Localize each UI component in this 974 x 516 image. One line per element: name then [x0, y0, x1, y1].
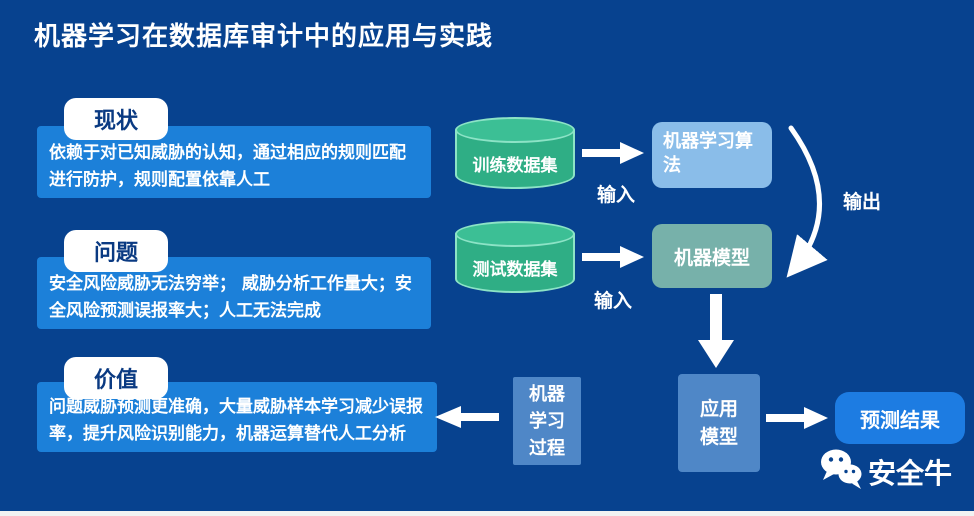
arrow-right-icon: [582, 246, 644, 268]
problem-label: 问题: [64, 230, 168, 272]
wechat-icon: [821, 449, 862, 489]
status-body: 依赖于对已知威胁的认知，通过相应的规则匹配进行防护，规则配置依靠人工: [37, 126, 431, 198]
output-label: 输出: [843, 191, 882, 213]
training-dataset-cylinder: 训练数据集: [455, 117, 575, 189]
value-label-text: 价值: [93, 368, 138, 393]
machine-model-box: 机器模型: [652, 224, 772, 288]
brand-name: 安全牛: [868, 457, 953, 490]
input-label-bottom: 输入: [594, 290, 633, 312]
arrow-right-icon: [766, 407, 828, 429]
test-dataset-label: 测试数据集: [472, 260, 558, 280]
test-dataset-cylinder: 测试数据集: [455, 221, 575, 293]
ml-algorithm-box: 机器学习算法: [652, 122, 772, 188]
status-label-text: 现状: [93, 109, 138, 134]
training-dataset-label: 训练数据集: [472, 156, 558, 176]
apply-model-box: 应用模型: [678, 374, 760, 472]
arrow-right-icon: [582, 142, 644, 164]
database-icon: [455, 117, 575, 143]
arrow-down-icon: [698, 294, 734, 368]
ml-process-box: 机器学习过程: [513, 377, 581, 465]
problem-label-text: 问题: [93, 241, 138, 266]
arrow-left-icon: [435, 406, 499, 428]
page-title: 机器学习在数据库审计中的应用与实践: [34, 22, 494, 52]
prediction-result-box: 预测结果: [835, 392, 965, 444]
bottom-divider: [0, 511, 974, 516]
database-icon: [455, 221, 575, 247]
value-label: 价值: [64, 357, 168, 399]
status-label: 现状: [64, 98, 168, 140]
input-label-top: 输入: [597, 184, 636, 206]
curved-arrow-icon: [786, 125, 828, 278]
